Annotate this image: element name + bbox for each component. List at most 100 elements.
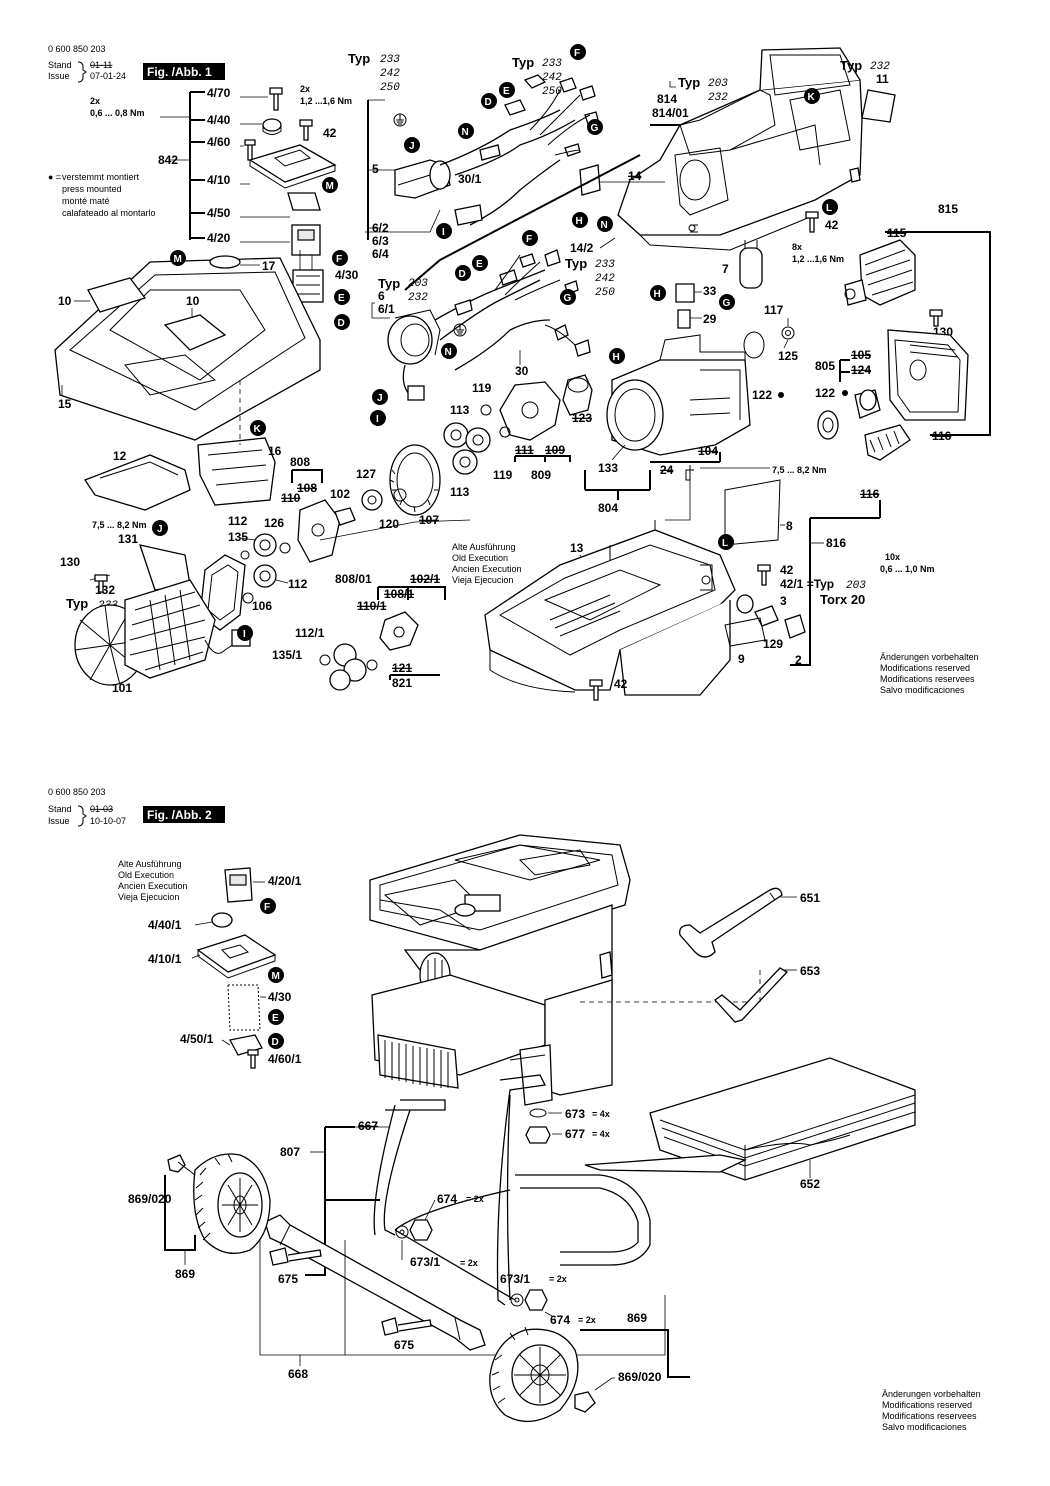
modifications-line: Modifications reservees: [880, 674, 975, 684]
label-673-1: 673/1: [410, 1255, 440, 1269]
typ-value: 203: [708, 78, 728, 90]
label-842: 842: [158, 153, 178, 167]
label-4-40-1: 4/40/1: [148, 918, 182, 932]
label-814-01: 814/01: [652, 106, 689, 120]
old-exec-line: Old Execution: [452, 553, 508, 563]
torque-count-label: 2x: [90, 96, 100, 106]
cable-harness-middle: Typ 203 232 6 6/1 30: [371, 154, 641, 401]
callout-I: I: [436, 223, 452, 239]
callout-L: L: [822, 199, 838, 215]
label-122: 122: [752, 388, 772, 402]
callout-F: F: [522, 230, 538, 246]
hub-cap-icon: [167, 1154, 186, 1173]
modifications-line: Salvo modificaciones: [882, 1422, 967, 1432]
label-4-30: 4/30: [335, 268, 359, 282]
label-107: 107: [419, 513, 439, 527]
switch-body: [287, 192, 321, 211]
svg-text:F: F: [264, 902, 270, 913]
label-815: 815: [938, 202, 958, 216]
label-117: 117: [764, 303, 784, 317]
torque-value-label: 1,2 ...1,6 Nm: [300, 96, 352, 106]
label-42: 42: [780, 563, 794, 577]
svg-text:J: J: [409, 141, 415, 152]
label-129: 129: [763, 637, 783, 651]
svg-text:K: K: [808, 92, 816, 103]
label-30: 30: [515, 364, 529, 378]
svg-text:H: H: [576, 216, 583, 227]
gear-icon: [253, 533, 277, 557]
callout-G: G: [587, 119, 603, 135]
callout-I: I: [370, 410, 386, 426]
gear-icon: [329, 669, 351, 691]
gearbox-housing-133: 133 24 104 7,5 ... 8,2 Nm 122: [598, 334, 827, 481]
fig2-title-box: [143, 806, 225, 823]
washer-icon: [395, 1225, 409, 1239]
switch-unit-815: 815 115 130 805 105 124 122 116 116 816: [790, 202, 991, 666]
svg-text:D: D: [485, 97, 492, 108]
gear-icon: [465, 427, 491, 453]
press-mounted-mark: [778, 392, 784, 398]
label-6-4: 6/4: [372, 247, 389, 261]
screw-icon: [929, 309, 943, 327]
callout-M: M: [170, 250, 186, 266]
svg-text:F: F: [526, 234, 532, 245]
svg-text:M: M: [174, 254, 182, 265]
fig2-stand-old: 01-03: [90, 804, 113, 814]
callout-D: D: [455, 265, 471, 281]
label-10: 10: [58, 294, 72, 308]
label-2: 2: [795, 653, 802, 667]
svg-text:H: H: [654, 289, 661, 300]
torque-value-label: 0,6 ... 1,0 Nm: [880, 564, 935, 574]
legend-line: monté maté: [62, 196, 110, 206]
svg-text:H: H: [613, 352, 620, 363]
fig1-callouts: M F E D M K J I J N I F E D G H N F E D …: [152, 44, 838, 641]
label-120: 120: [379, 517, 399, 531]
wrench-icon: [679, 887, 783, 958]
typ-label: Typ: [678, 75, 700, 90]
legend-line: press mounted: [62, 184, 122, 194]
svg-text:N: N: [462, 127, 469, 138]
fig1-title-box: [143, 63, 225, 80]
callout-H: H: [650, 285, 666, 301]
svg-text:I: I: [243, 629, 246, 640]
fig1-title: Fig. /Abb. 1: [147, 65, 212, 79]
svg-text:E: E: [503, 86, 510, 97]
torx-label: Torx 20: [820, 592, 865, 607]
callout-J: J: [404, 137, 420, 153]
legend-line: verstemmt montiert: [62, 172, 140, 182]
gear-parts-112: 112 126 135 112 106: [199, 514, 308, 631]
callout-G: G: [719, 294, 735, 310]
label-102: 102: [330, 487, 350, 501]
gear-icon: [452, 449, 478, 475]
part-16: [197, 437, 276, 506]
label-5: 5: [372, 162, 379, 176]
svg-text:L: L: [722, 538, 728, 549]
callout-F: F: [332, 250, 348, 266]
screw-icon: [244, 87, 313, 161]
typ-label: Typ: [66, 596, 88, 611]
label-809: 809: [531, 468, 551, 482]
label-9: 9: [738, 652, 745, 666]
cable-harness-top: Typ 233 242 250 5 6/2 6/3 6/4 30/1 Typ 2…: [348, 51, 601, 261]
typ-value: 203: [846, 580, 866, 592]
label-10: 10: [186, 294, 200, 308]
axle-icon: [264, 1214, 486, 1351]
label-13: 13: [570, 541, 584, 555]
label-804: 804: [598, 501, 618, 515]
callout-J: J: [372, 389, 388, 405]
fig2-old-exec: Alte Ausführung Old Execution Ancien Exe…: [118, 859, 188, 902]
svg-text:G: G: [564, 293, 572, 304]
typ-value: 242: [595, 273, 615, 285]
label-135: 135: [228, 530, 248, 544]
label-106: 106: [252, 599, 272, 613]
press-mounted-mark: [842, 390, 848, 396]
label-42: 42: [614, 677, 628, 691]
typ-label: Typ: [565, 256, 587, 271]
gear-icon: [443, 422, 469, 448]
label-6-3: 6/3: [372, 234, 389, 248]
count-label: = 2x: [466, 1194, 484, 1204]
wheel-left-869: 869/020 869: [128, 1153, 271, 1281]
label-4-20: 4/20: [207, 231, 231, 245]
callout-F: F: [570, 44, 586, 60]
label-112-1: 112/1: [295, 626, 325, 640]
